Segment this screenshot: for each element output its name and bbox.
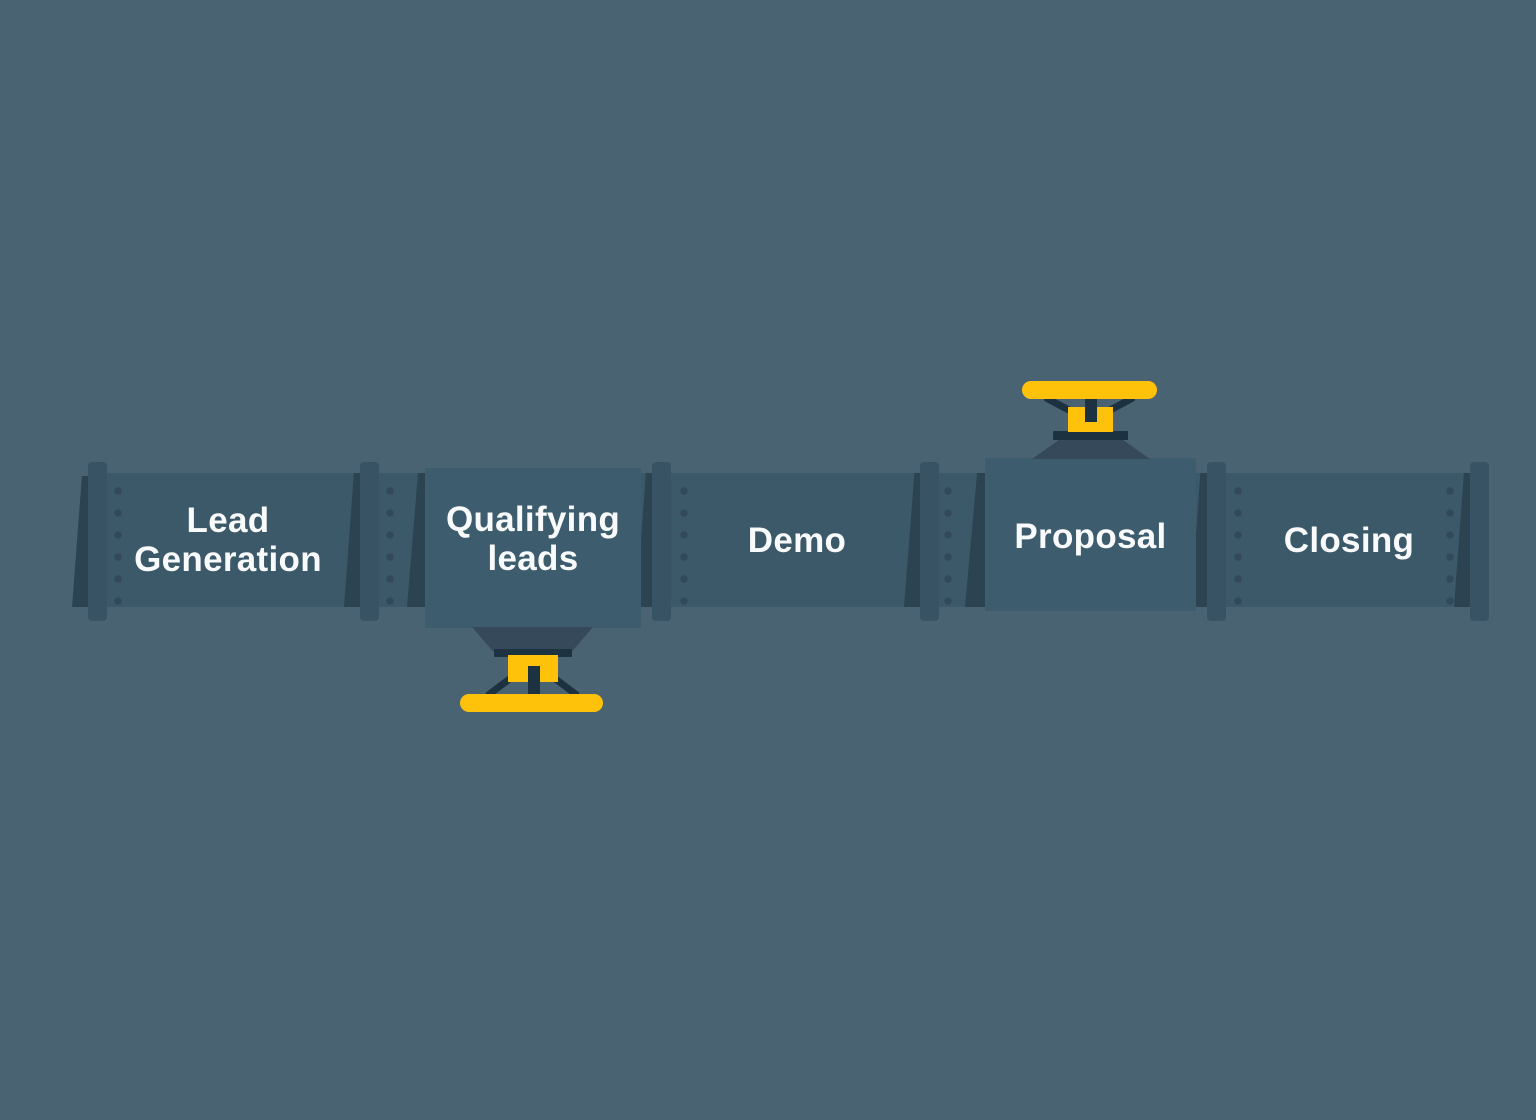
valve-collar: [494, 649, 572, 657]
stage-label-text: Demo: [747, 520, 847, 560]
rivet-column: [680, 487, 688, 608]
pipe-flange: [360, 462, 379, 621]
rivet-column: [944, 487, 952, 608]
pipe-segment-closing: [1195, 473, 1477, 607]
pipe-flange: [1470, 462, 1489, 621]
stage-label-text: Qualifying leads: [445, 500, 621, 578]
stage-label-lead-generation: Lead Generation: [100, 473, 356, 607]
valve-neck: [1032, 439, 1150, 459]
stage-label-closing: Closing: [1227, 473, 1471, 607]
pipe-flange: [1207, 462, 1226, 621]
stage-label-text: Lead Generation: [134, 501, 322, 579]
stage-box-proposal: [985, 458, 1196, 611]
pipe-flange: [920, 462, 939, 621]
valve-stem: [528, 666, 540, 698]
valve-stem: [1085, 394, 1097, 422]
valve-wheel-handle: [460, 694, 603, 712]
stage-label-proposal: Proposal: [985, 458, 1196, 611]
valve-neck: [472, 627, 593, 651]
rivet-column: [1446, 487, 1454, 608]
stage-label-qualifying-leads: Qualifying leads: [425, 468, 641, 628]
stage-box-qualifying-leads: [425, 468, 641, 628]
stage-label-text: Proposal: [1014, 517, 1167, 556]
pipe-flange: [652, 462, 671, 621]
valve-collar: [1053, 431, 1128, 440]
stage-label-demo: Demo: [672, 473, 922, 607]
rivet-column: [114, 487, 122, 608]
valve-wheel-handle: [1022, 381, 1157, 399]
pipe-flange: [88, 462, 107, 621]
stage-label-text: Closing: [1283, 520, 1415, 560]
rivet-column: [1234, 487, 1242, 608]
rivet-column: [386, 487, 394, 608]
